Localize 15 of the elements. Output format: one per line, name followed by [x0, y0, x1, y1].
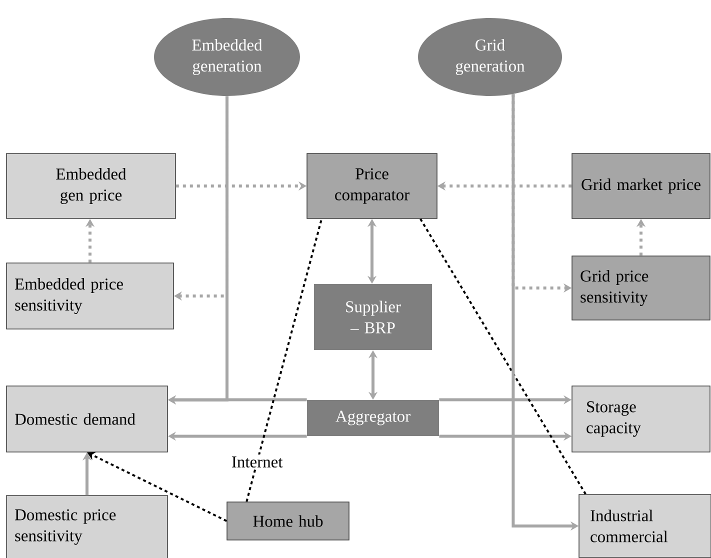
- process-box: Aggregator: [307, 400, 439, 436]
- process-box: Price comparator: [306, 153, 438, 219]
- connector-line: [420, 218, 586, 495]
- process-box: Supplier – BRP: [314, 284, 432, 350]
- process-box: Embedded price sensitivity: [6, 262, 174, 330]
- process-box: Industrial commercial: [578, 494, 711, 558]
- process-box: Domestic demand: [6, 386, 168, 452]
- process-box: Grid market price: [572, 153, 710, 219]
- process-box: Domestic price sensitivity: [6, 495, 168, 558]
- process-box: Grid price sensitivity: [572, 256, 710, 320]
- edge-label: Internet: [229, 454, 285, 470]
- process-box: Home hub: [226, 502, 350, 540]
- process-box: Embedded gen price: [6, 153, 176, 219]
- connector-line: [246, 218, 323, 502]
- process-box: Storage capacity: [572, 386, 710, 452]
